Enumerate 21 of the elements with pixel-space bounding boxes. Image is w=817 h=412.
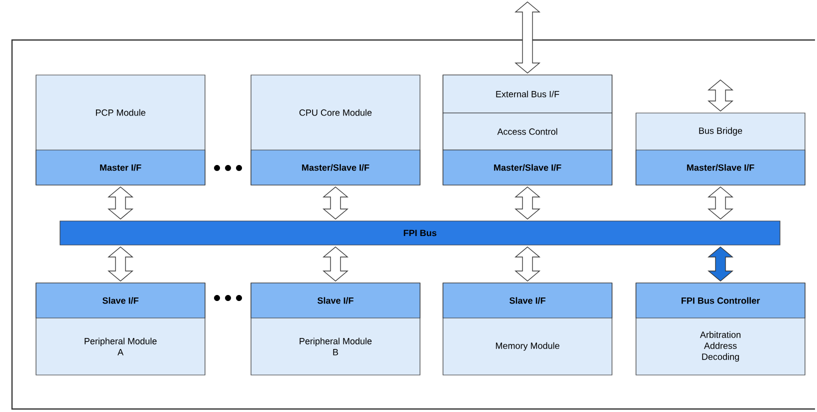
- interface-band: Master I/F: [36, 150, 206, 186]
- interface-band: Master/Slave I/F: [636, 150, 806, 186]
- interface-band: Master/Slave I/F: [250, 150, 420, 186]
- interface-band: Master/Slave I/F: [442, 150, 612, 186]
- double-arrow: [322, 246, 348, 282]
- section-box: Access Control: [442, 112, 612, 150]
- interface-band: Slave I/F: [36, 282, 206, 318]
- bus-bar: FPI Bus: [60, 220, 780, 246]
- interface-band: FPI Bus Controller: [636, 282, 806, 318]
- section-box: External Bus I/F: [442, 74, 612, 114]
- interface-band: Slave I/F: [250, 282, 420, 318]
- double-arrow: [708, 186, 734, 220]
- double-arrow: [514, 2, 540, 74]
- double-arrow: [322, 186, 348, 220]
- interface-band: Slave I/F: [442, 282, 612, 318]
- double-arrow: [108, 246, 134, 282]
- double-arrow: [514, 186, 540, 220]
- double-arrow: [708, 246, 734, 282]
- double-arrow: [108, 186, 134, 220]
- double-arrow: [708, 80, 734, 112]
- double-arrow: [514, 246, 540, 282]
